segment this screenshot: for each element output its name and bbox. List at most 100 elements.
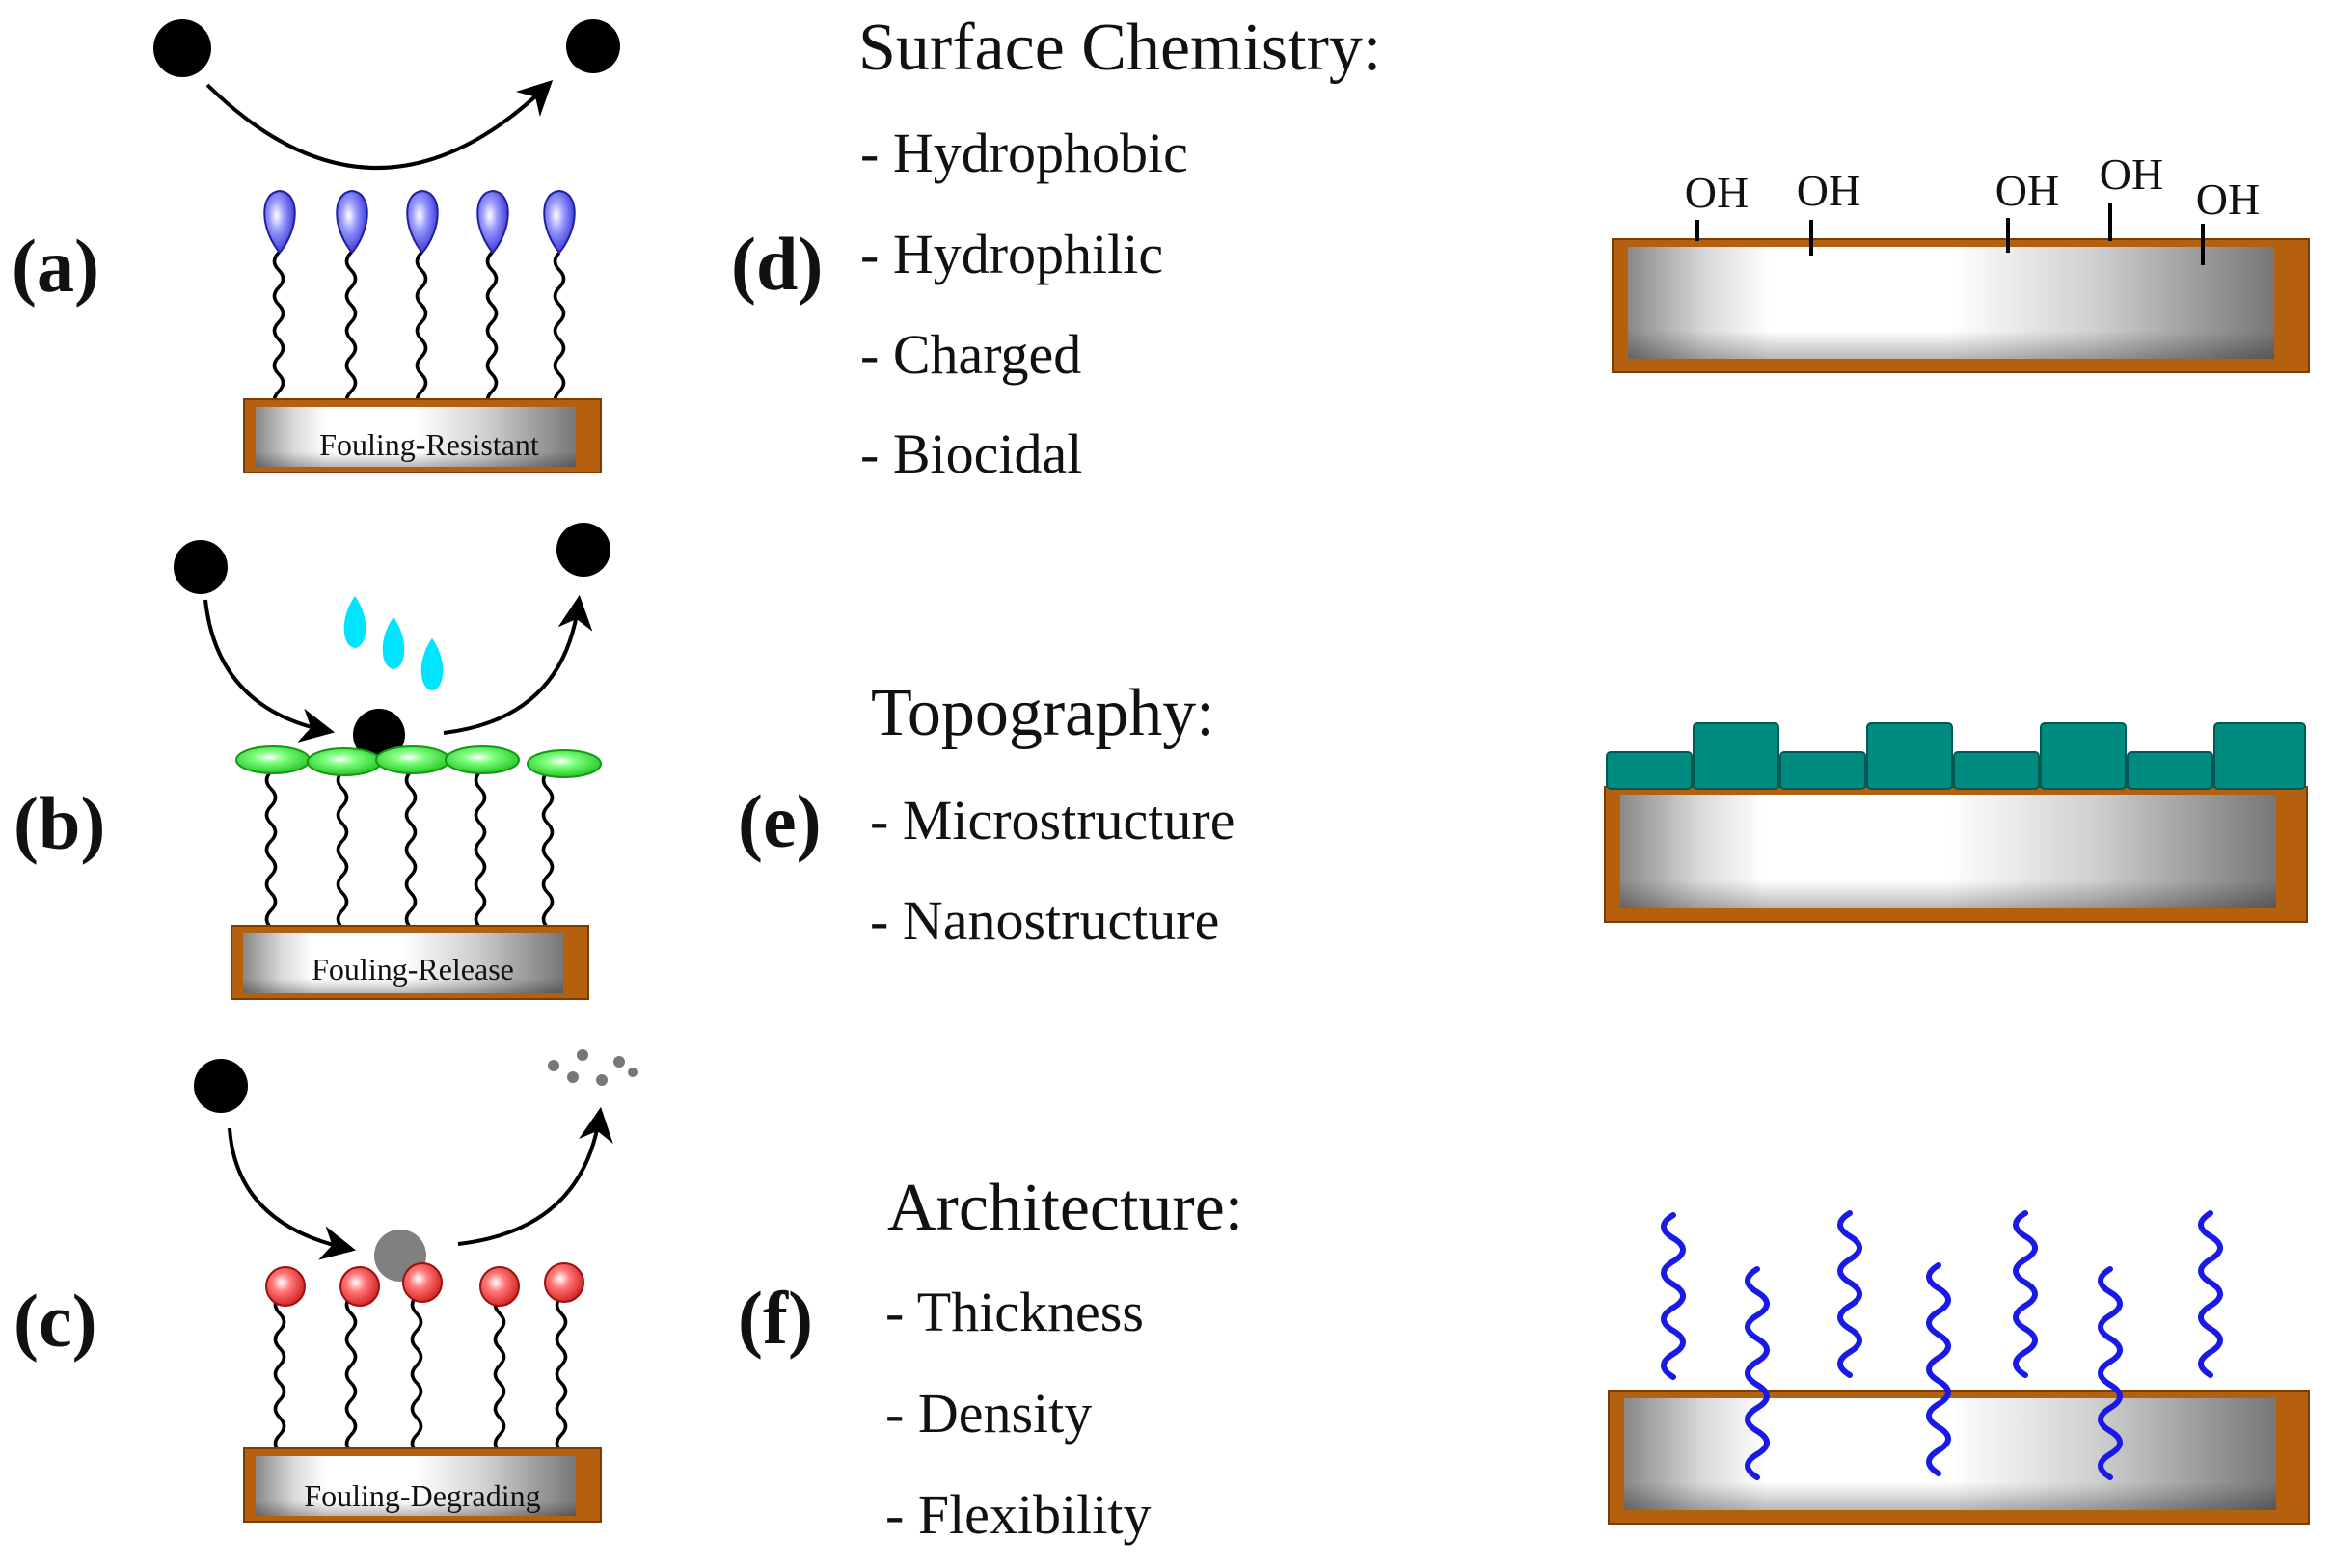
architecture-heading: Architecture:: [887, 1171, 1243, 1245]
substrate: [243, 1447, 602, 1523]
attach-arrow: [203, 599, 336, 743]
hydroxyl-groups: OH OH OH OH OH: [1685, 149, 2260, 265]
water-droplets: [343, 596, 444, 690]
polymer-brush-chain: [2013, 1210, 2038, 1378]
polymer-chain: [415, 251, 428, 411]
water-drop-icon: [343, 596, 366, 648]
hydroxyl-label: OH: [1685, 168, 1749, 217]
foulant-particle: [194, 1059, 248, 1113]
substrate: [243, 398, 602, 473]
foulant-particle: [566, 19, 620, 73]
charged-item: - Charged: [860, 323, 1081, 386]
hydroxyl-label: OH: [1995, 166, 2059, 215]
nanostructure-item: - Nanostructure: [870, 889, 1219, 952]
substrate: [1608, 1390, 2310, 1525]
repel-arrow: [205, 79, 554, 170]
low-feature: [1606, 751, 1693, 790]
polymer-chain: [404, 770, 418, 947]
polymer-chain: [541, 770, 555, 947]
panel-c: (c): [14, 1049, 638, 1523]
tall-feature: [2213, 722, 2306, 790]
polymer-brush-chain: [1661, 1212, 1686, 1380]
hydroxyl-label: OH: [1797, 166, 1860, 215]
hydrophilic-head: [543, 189, 576, 255]
enzyme-head: [402, 1262, 443, 1303]
panel-c-letter: (c): [14, 1279, 97, 1363]
chain-group: [264, 770, 555, 947]
substrate: [231, 925, 589, 1000]
polymer-brush-chain: [1926, 1262, 1951, 1476]
panel-a-letter: (a): [12, 224, 99, 308]
foulant-particle: [174, 540, 228, 594]
foulant-particle: [556, 523, 610, 577]
polymer-chain: [336, 770, 349, 947]
panel-f: (f) Architecture: - Thickness - Density …: [738, 1171, 2310, 1546]
low-feature: [1779, 751, 1866, 790]
substrate-label: Fouling-Resistant: [319, 427, 539, 462]
polymer-chain: [272, 251, 285, 411]
release-heads: [235, 745, 602, 778]
polymer-chain: [344, 1294, 358, 1472]
low-feature: [2127, 751, 2213, 790]
polymer-chain: [410, 1294, 423, 1472]
water-drop-icon: [382, 617, 405, 669]
hydrophobic-item: - Hydrophobic: [860, 122, 1188, 184]
hydrophilic-head: [263, 189, 296, 255]
tall-feature: [1693, 722, 1779, 790]
degrade-arrow: [457, 1106, 613, 1246]
panel-f-letter: (f): [738, 1276, 813, 1360]
panel-e-letter: (e): [738, 779, 822, 863]
low-energy-head: [307, 747, 382, 776]
polymer-brush-chain: [1837, 1210, 1862, 1378]
thickness-item: - Thickness: [885, 1281, 1144, 1343]
enzyme-head: [339, 1266, 380, 1307]
attach-arrow: [228, 1127, 357, 1260]
low-energy-head: [375, 745, 450, 774]
polymer-chain: [493, 1294, 506, 1472]
polymer-chain: [273, 1294, 286, 1472]
polymer-brush-chain: [2098, 1266, 2123, 1480]
grafted-chains: [1661, 1210, 2223, 1480]
low-energy-head: [445, 745, 520, 774]
polymer-chain: [344, 251, 358, 411]
low-energy-head: [235, 745, 311, 774]
tall-feature: [1866, 722, 1953, 790]
panel-e: (e) Topography: - Microstructure - Nanos…: [738, 676, 2308, 952]
topography-heading: Topography:: [871, 676, 1215, 750]
substrate-label: Fouling-Degrading: [304, 1478, 540, 1513]
foulant-particle: [153, 19, 211, 77]
low-energy-head: [527, 749, 602, 778]
substrate: [1604, 786, 2308, 923]
enzyme-head: [265, 1266, 306, 1307]
topography-features: [1606, 722, 2306, 790]
polymer-chain: [485, 251, 499, 411]
flexibility-item: - Flexibility: [885, 1483, 1152, 1546]
tall-feature: [2040, 722, 2127, 790]
hydroxyl-label: OH: [2100, 149, 2163, 199]
biocidal-item: - Biocidal: [860, 422, 1082, 485]
hydrophilic-head: [336, 189, 368, 255]
substrate: [1612, 238, 2310, 373]
panel-d-letter: (d): [731, 222, 823, 306]
release-arrow: [443, 594, 593, 735]
substrate-label: Fouling-Release: [312, 952, 514, 987]
resistant-heads: [263, 189, 576, 255]
polymer-brush-chain: [2198, 1210, 2223, 1378]
polymer-brush-chain: [1745, 1266, 1770, 1480]
panel-a: (a) Fouling-Resistant: [12, 19, 620, 473]
surface-chemistry-heading: Surface Chemistry:: [858, 11, 1381, 85]
hydrophilic-head: [476, 189, 509, 255]
panel-d: (d) Surface Chemistry: - Hydrophobic - H…: [731, 11, 2310, 485]
water-drop-icon: [420, 638, 444, 690]
panel-b-letter: (b): [14, 781, 105, 865]
polymer-chain: [264, 770, 278, 947]
enzyme-head: [479, 1266, 520, 1307]
microstructure-item: - Microstructure: [870, 789, 1234, 852]
polymer-chain: [553, 251, 566, 411]
hydroxyl-label: OH: [2196, 175, 2260, 224]
chain-group: [272, 251, 566, 411]
polymer-chain: [474, 770, 487, 947]
hydrophilic-item: - Hydrophilic: [860, 223, 1163, 285]
enzyme-head: [544, 1262, 584, 1303]
